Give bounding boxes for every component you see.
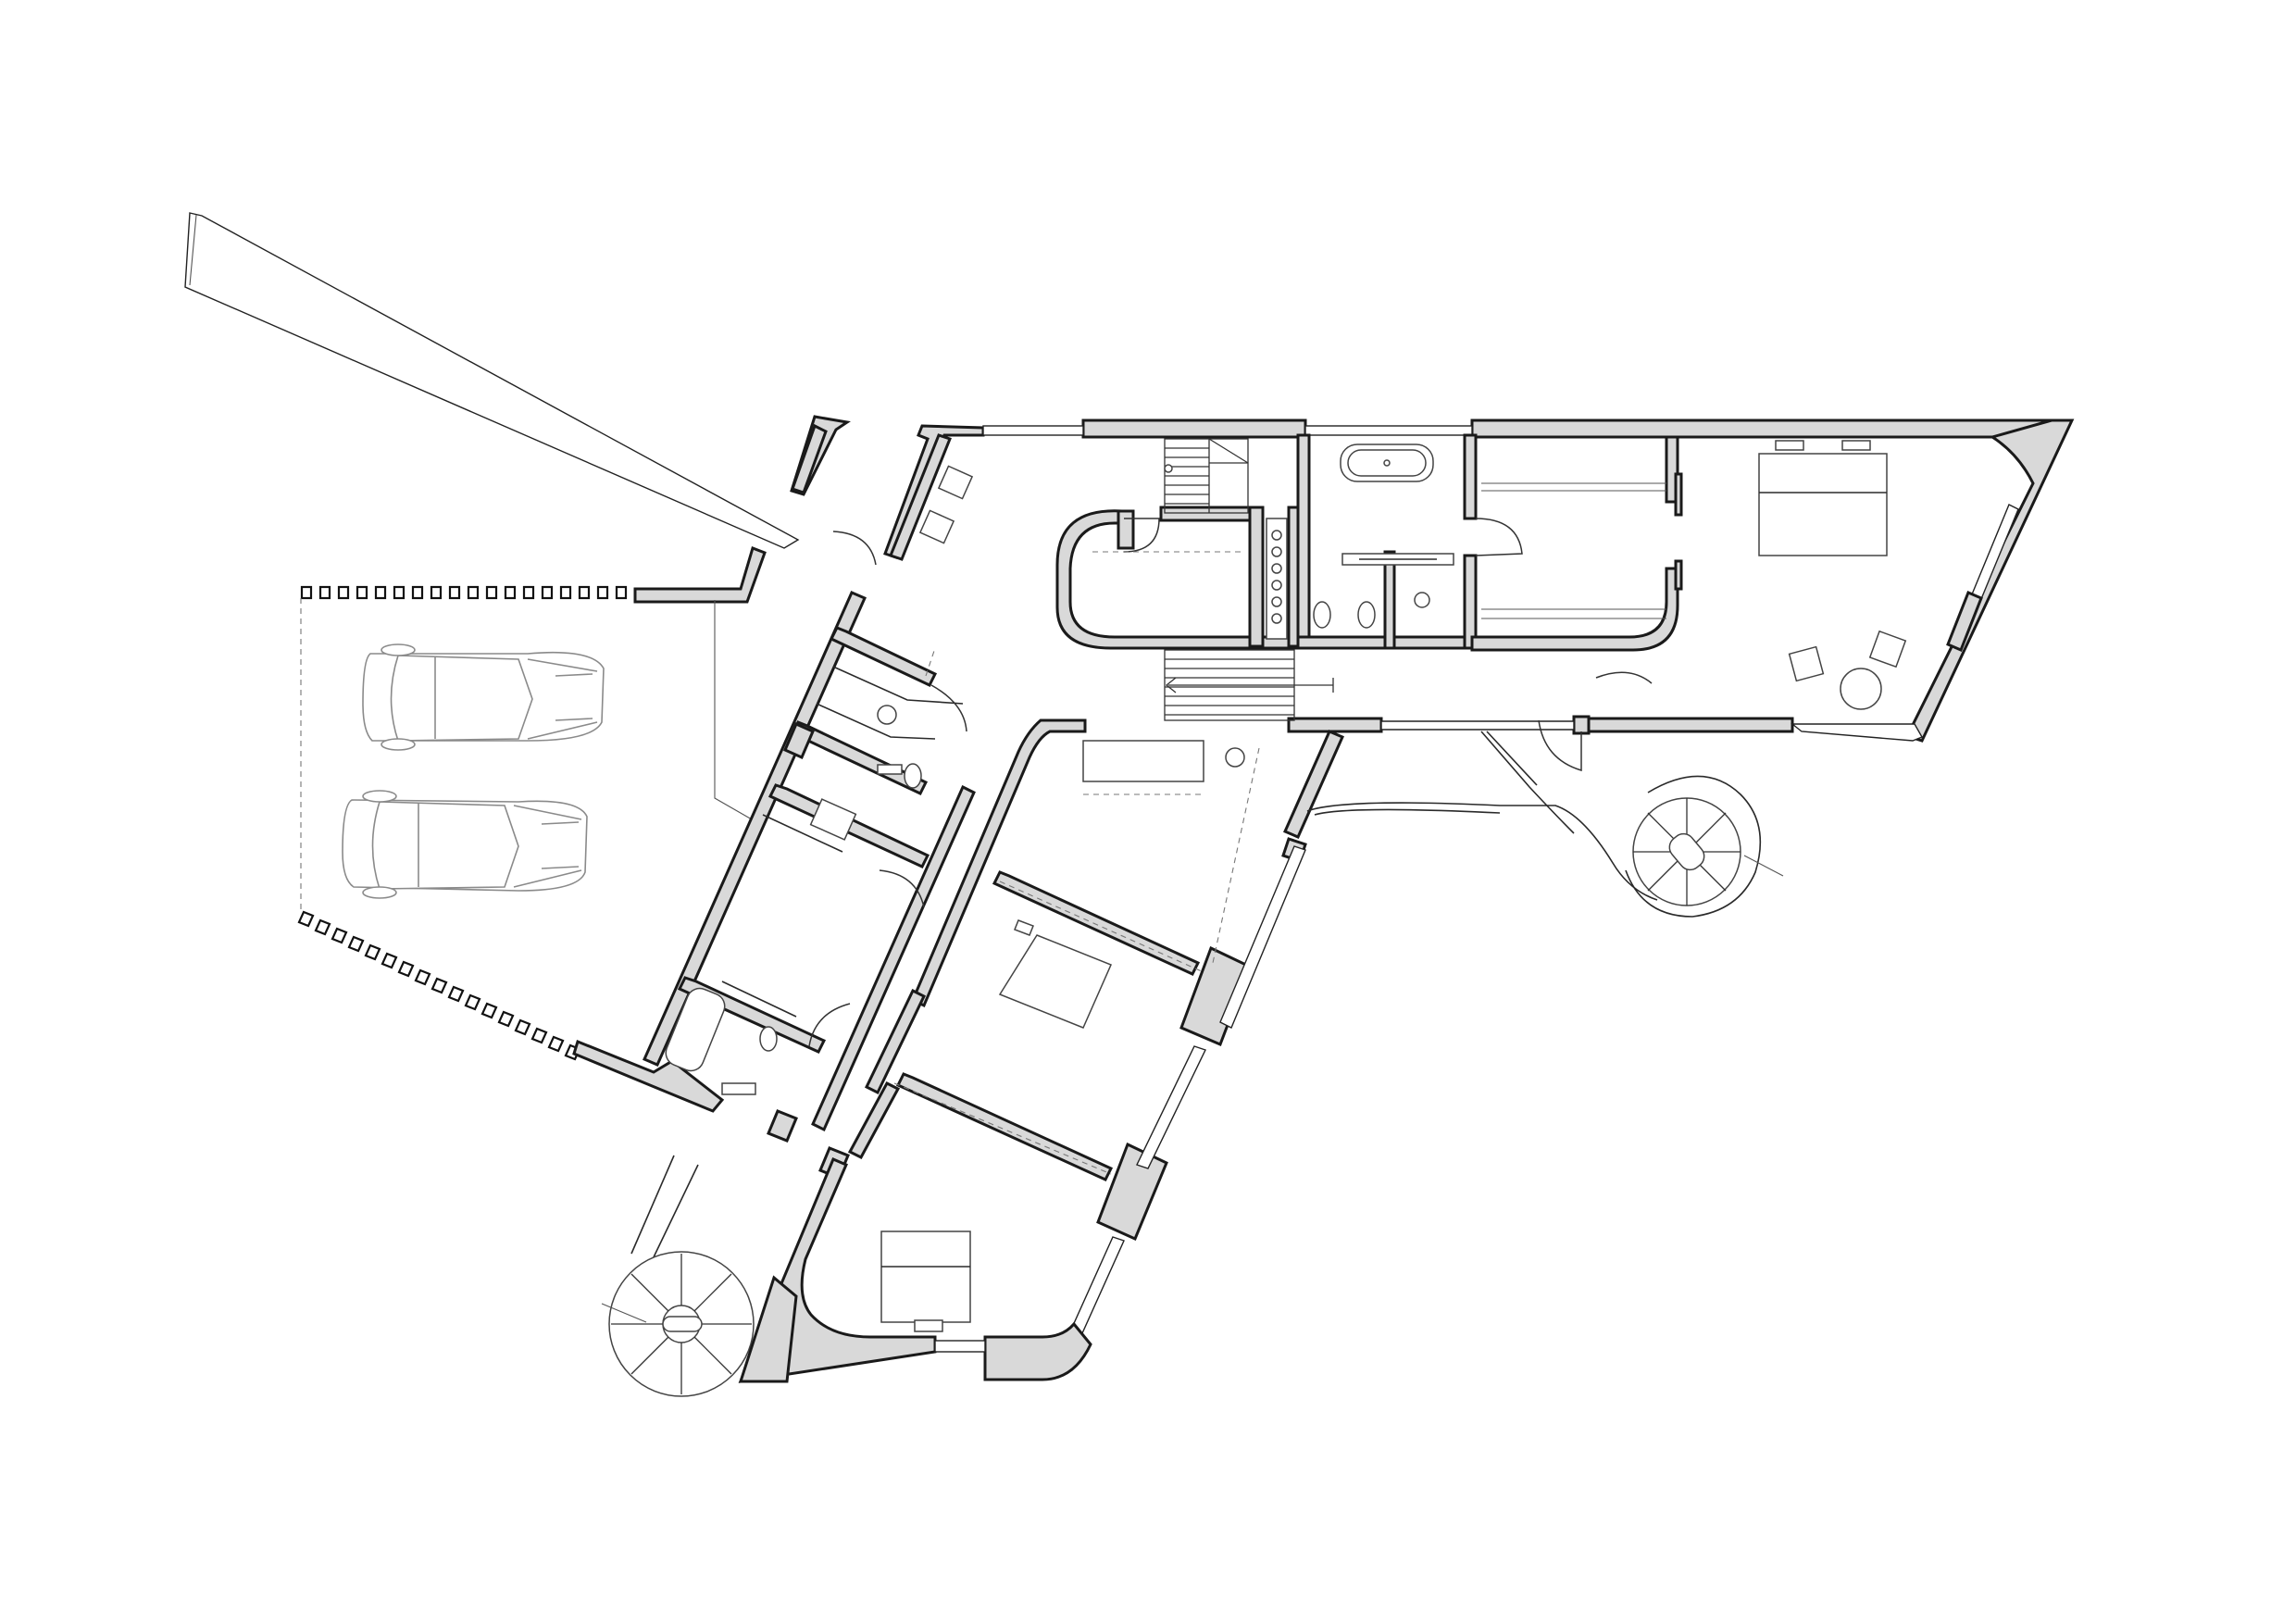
parked-car	[362, 643, 605, 751]
carport-columns-top	[300, 585, 628, 600]
bidet	[1357, 601, 1376, 629]
chair	[918, 509, 955, 544]
window	[1304, 425, 1473, 436]
spiral-stairs	[1625, 775, 1784, 918]
carport-boundary	[714, 600, 753, 820]
stair-wall	[1117, 509, 1135, 550]
parked-car	[342, 790, 588, 899]
straight-stairs	[1164, 438, 1249, 514]
balcony-outline	[1314, 808, 1501, 816]
column	[783, 722, 815, 759]
door-swing	[930, 684, 967, 732]
straight-stairs	[1164, 649, 1334, 721]
chair	[937, 465, 974, 500]
door-swing	[1123, 518, 1160, 553]
window	[1380, 720, 1575, 731]
room-wall	[829, 626, 938, 687]
corridor-wall-west	[811, 784, 976, 1132]
south-wall	[1587, 717, 1794, 733]
toilet	[1313, 601, 1331, 629]
toilet	[759, 1026, 778, 1052]
bedroom-divider	[992, 870, 1201, 976]
bath-wall	[1463, 554, 1478, 650]
east-diagonal-wall	[1283, 730, 1344, 839]
column	[1179, 945, 1252, 1046]
single-bed	[880, 1230, 971, 1332]
column	[1096, 1142, 1168, 1242]
bath-wall	[1463, 433, 1478, 520]
stair-wall	[1248, 506, 1265, 648]
door-swing	[1538, 719, 1582, 772]
east-pier	[1946, 591, 1983, 652]
balcony-rail	[1480, 731, 1575, 834]
bedroom-wall-rail	[1674, 472, 1683, 517]
shower-drain	[1414, 592, 1430, 608]
armchair	[1788, 630, 1907, 710]
bathtub	[665, 987, 726, 1072]
window	[982, 425, 1084, 436]
bedroom-divider	[895, 1072, 1114, 1181]
corridor-wall-east	[865, 988, 926, 1095]
carport-roof	[184, 212, 800, 549]
wash-basin	[877, 705, 897, 725]
bath-wall	[1296, 433, 1311, 650]
window	[1791, 723, 1924, 742]
door-swing	[879, 869, 925, 908]
balcony-rail	[1486, 731, 1538, 786]
wash-basin	[721, 1082, 756, 1095]
bath-wall	[1383, 550, 1396, 650]
south-wall	[1572, 715, 1591, 735]
corridor-wall-east	[911, 718, 1087, 1008]
desk	[1082, 740, 1245, 782]
entrance-partition	[889, 433, 952, 561]
carport-columns-bottom	[297, 910, 581, 1061]
double-bed	[1758, 440, 1888, 556]
column	[767, 1109, 798, 1143]
window	[1219, 845, 1306, 1029]
entrance-wall	[791, 423, 828, 494]
door-swing	[1475, 518, 1523, 556]
west-wall-bottom	[572, 1039, 725, 1113]
door-swing	[1595, 671, 1653, 684]
south-wall	[1287, 717, 1383, 733]
storage-shelf	[1266, 518, 1288, 640]
window	[934, 1340, 986, 1353]
balcony-outline	[1306, 802, 1658, 901]
corridor-wall-east	[847, 1081, 901, 1159]
bedroom-wall-rail	[1674, 559, 1683, 591]
spiral-stairs	[601, 1155, 798, 1397]
north-wall-segment	[1470, 418, 2053, 439]
east-wall	[1904, 418, 2075, 743]
south-bedroom-wall	[983, 1321, 1092, 1381]
door-swing	[832, 531, 877, 566]
shower-tray	[809, 798, 857, 841]
double-bed	[998, 919, 1112, 1029]
carport-wall-top	[633, 546, 767, 604]
wash-basin	[877, 764, 903, 775]
window	[1136, 1045, 1206, 1169]
toilet	[904, 763, 922, 789]
north-wall-segment	[1081, 418, 1307, 439]
west-diagonal-wall	[643, 591, 867, 1067]
door-swing	[808, 1003, 851, 1047]
